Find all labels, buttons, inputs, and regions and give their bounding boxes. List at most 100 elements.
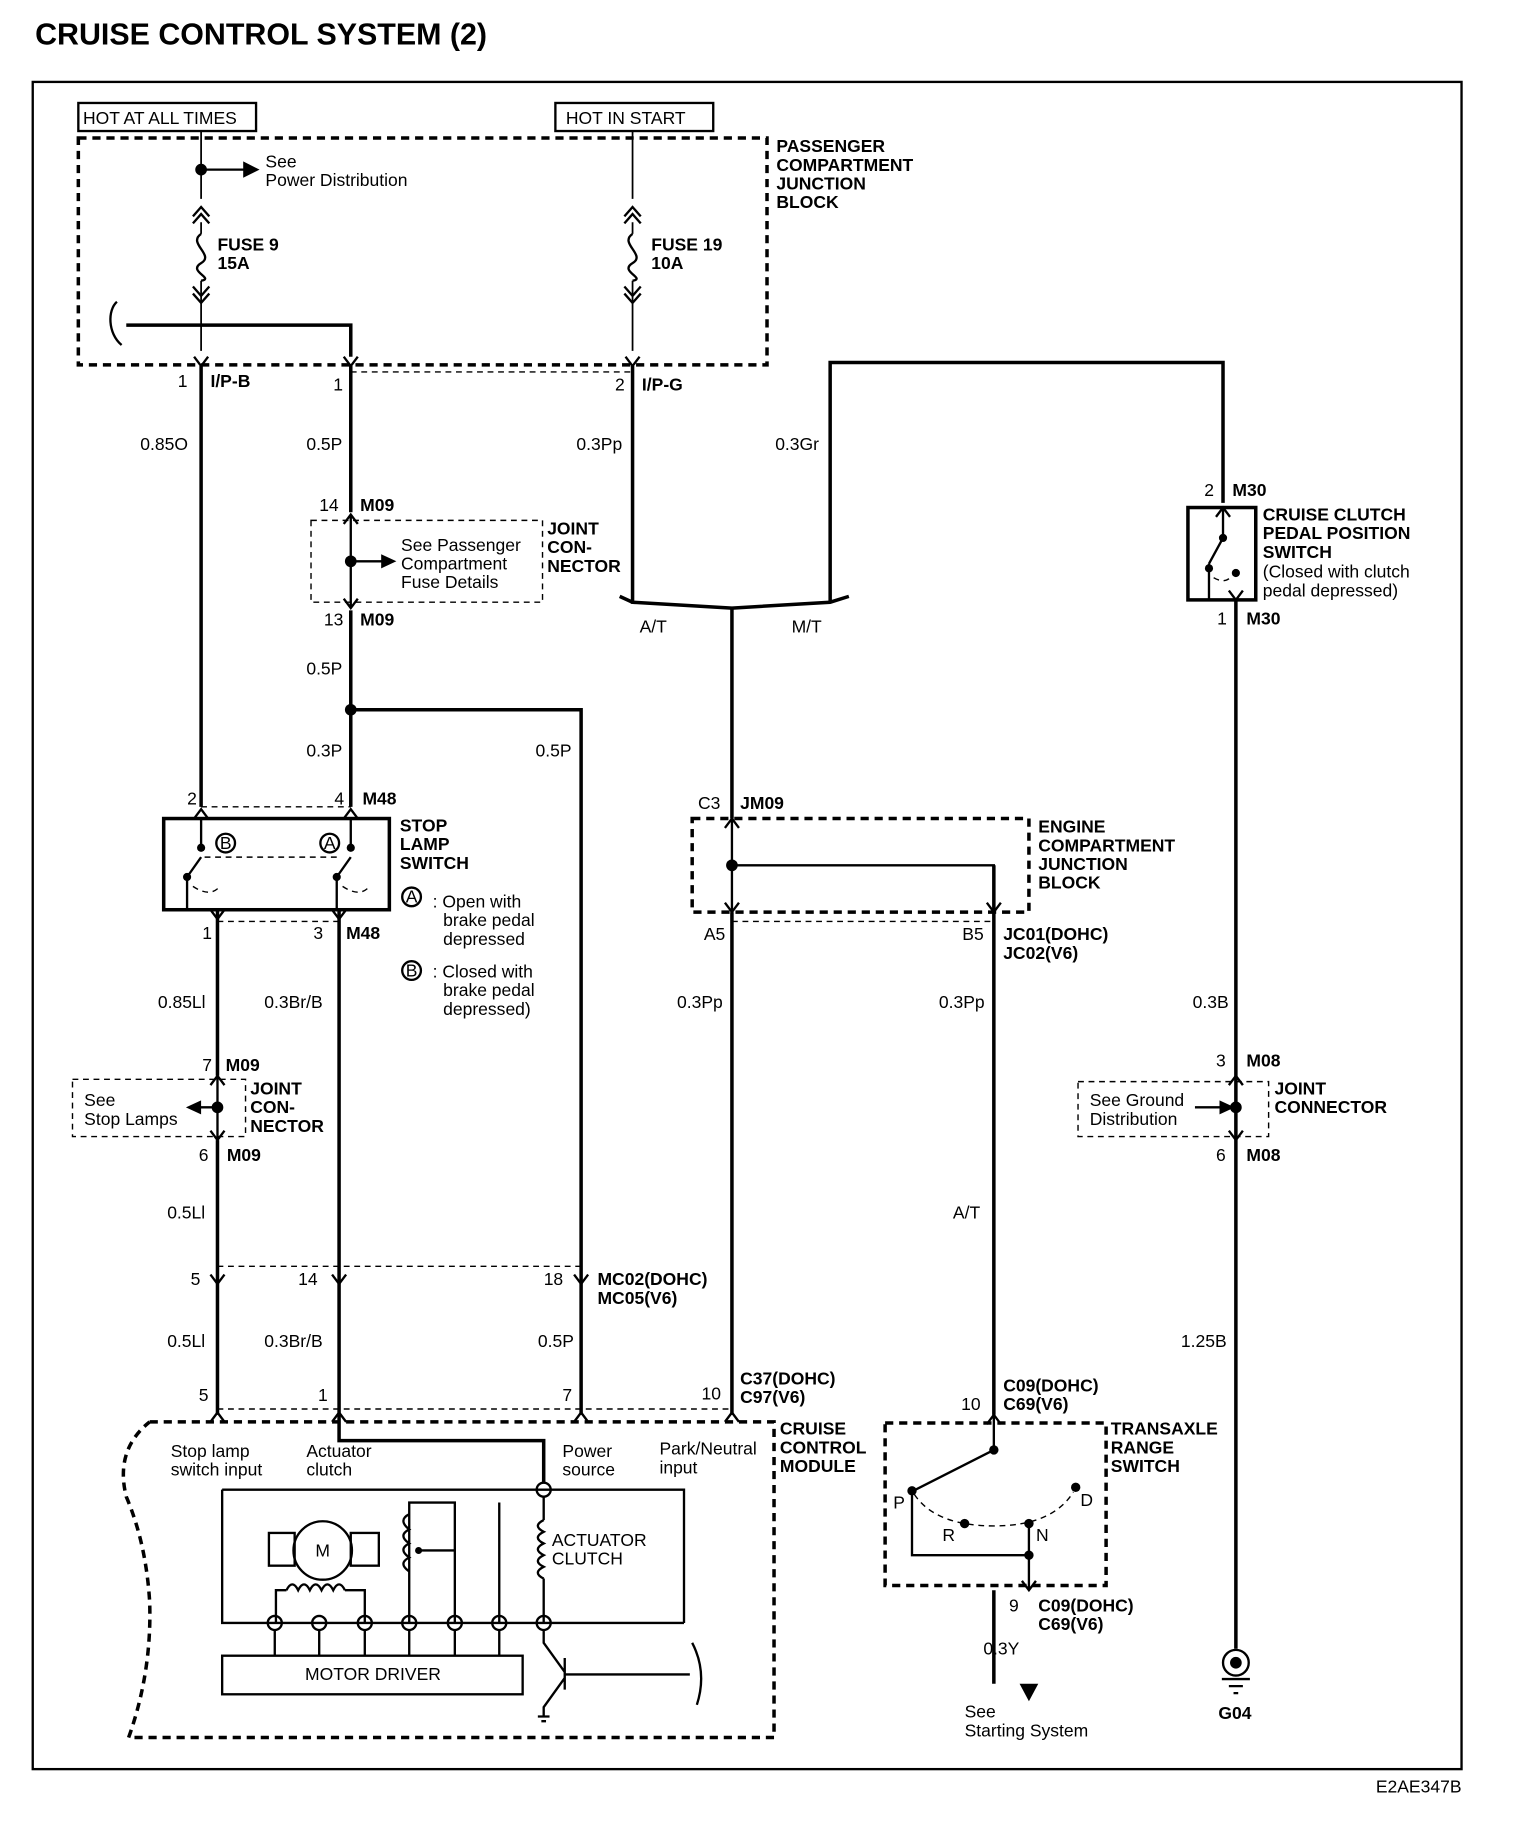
pin-label: 1 [333,375,343,395]
svg-text:0.3Y: 0.3Y [983,1639,1019,1659]
svg-text:C3: C3 [698,793,720,813]
svg-text:: Closed with: : Closed with [433,962,533,982]
svg-text:M08: M08 [1246,1050,1280,1070]
svg-text:CONTROL: CONTROL [780,1437,867,1457]
svg-text:brake pedal: brake pedal [443,910,535,930]
svg-text:COMPARTMENT: COMPARTMENT [1038,835,1175,855]
svg-text:5: 5 [199,1385,209,1405]
svg-text:G04: G04 [1218,1703,1251,1723]
page-title: CRUISE CONTROL SYSTEM (2) [35,18,487,52]
svg-text:Power: Power [562,1441,612,1461]
svg-text:M09: M09 [360,495,394,515]
svg-text:JOINT: JOINT [1274,1078,1326,1098]
svg-text:BLOCK: BLOCK [776,192,839,212]
svg-text:SWITCH: SWITCH [400,853,469,873]
svg-text:0.5Ll: 0.5Ll [167,1331,205,1351]
transaxle-range-switch: 10 C09(DOHC)C69(V6) PR ND TRANSAXLERANGE… [883,1375,1218,1740]
svg-text:Starting System: Starting System [965,1720,1089,1740]
connector-label: I/P-G [642,375,683,395]
svg-text:A5: A5 [704,924,725,944]
at-label: A/T [640,617,668,637]
svg-text:brake pedal: brake pedal [443,980,535,1000]
svg-text:MC05(V6): MC05(V6) [597,1288,677,1308]
svg-text:Park/Neutral: Park/Neutral [659,1439,756,1459]
svg-text:B5: B5 [962,924,983,944]
svg-text:CON-: CON- [250,1097,295,1117]
svg-text:N: N [1036,1525,1049,1545]
svg-text:P: P [893,1492,905,1512]
svg-text:See: See [265,151,296,171]
svg-text:depressed): depressed) [443,999,531,1019]
svg-text:NECTOR: NECTOR [250,1116,324,1136]
svg-text:10A: 10A [651,253,683,273]
svg-text:D: D [1080,1490,1093,1510]
svg-text:Power Distribution: Power Distribution [265,170,407,190]
svg-text:B: B [220,833,232,853]
svg-text:M48: M48 [346,923,380,943]
svg-text:Actuator: Actuator [306,1441,371,1461]
svg-text:input: input [659,1457,697,1477]
svg-text:0.3Pp: 0.3Pp [939,992,985,1012]
svg-text:PEDAL POSITION: PEDAL POSITION [1263,523,1411,543]
svg-text:JUNCTION: JUNCTION [776,173,866,193]
svg-text:0.5P: 0.5P [538,1331,574,1351]
svg-text:SWITCH: SWITCH [1263,542,1332,562]
svg-text:HOT IN START: HOT IN START [566,108,686,128]
svg-text:CRUISE: CRUISE [780,1419,846,1439]
svg-text:3: 3 [313,923,323,943]
svg-text:0.3P: 0.3P [306,741,342,761]
svg-text:2: 2 [187,789,197,809]
svg-text:7: 7 [562,1385,572,1405]
mt-label: M/T [792,617,822,637]
svg-text:Compartment: Compartment [401,553,507,573]
svg-text:B: B [406,960,418,980]
svg-text:PASSENGER: PASSENGER [776,136,885,156]
svg-text:M48: M48 [362,789,396,809]
motor-icon: M [267,1520,380,1581]
svg-text:JM09: JM09 [740,793,784,813]
pin-label: 2 [615,375,625,395]
svg-text:0.3Pp: 0.3Pp [576,434,622,454]
svg-text:COMPARTMENT: COMPARTMENT [776,155,913,175]
svg-text:See: See [965,1702,996,1722]
svg-text:0.3Gr: 0.3Gr [775,434,819,454]
ground-g04-icon: G04 [1218,1648,1252,1723]
svg-text:NECTOR: NECTOR [547,556,621,576]
svg-text:STOP: STOP [400,815,448,835]
fuse-9-icon [192,205,211,305]
svg-text:(Closed with clutch: (Closed with clutch [1263,562,1410,582]
svg-text:RANGE: RANGE [1111,1437,1174,1457]
svg-text:10: 10 [961,1394,981,1414]
svg-text:9: 9 [1009,1595,1019,1615]
svg-text:M09: M09 [226,1055,260,1075]
svg-text:JOINT: JOINT [547,518,599,538]
svg-text:0.5P: 0.5P [536,741,572,761]
svg-text:ENGINE: ENGINE [1038,817,1105,837]
svg-text:clutch: clutch [306,1460,352,1480]
svg-text:See: See [84,1090,115,1110]
svg-text:13: 13 [324,610,343,630]
svg-text:0.5P: 0.5P [306,659,342,679]
svg-text:0.3Pp: 0.3Pp [677,992,723,1012]
svg-text:C69(V6): C69(V6) [1038,1614,1103,1634]
svg-text:M09: M09 [360,610,394,630]
svg-text:6: 6 [1216,1145,1226,1165]
svg-text:0.3B: 0.3B [1193,992,1229,1012]
diagram-frame [31,80,1463,1771]
fuse-19-icon [623,205,642,305]
svg-text:M30: M30 [1232,480,1266,500]
connector-label: I/P-B [210,371,250,391]
svg-text:C09(DOHC): C09(DOHC) [1038,1595,1133,1615]
svg-text:CLUTCH: CLUTCH [552,1549,623,1569]
svg-text:15A: 15A [217,253,249,273]
svg-text:C97(V6): C97(V6) [740,1387,805,1407]
svg-text:M: M [315,1540,330,1560]
svg-text:3: 3 [1216,1050,1226,1070]
svg-text:CON-: CON- [547,537,592,557]
